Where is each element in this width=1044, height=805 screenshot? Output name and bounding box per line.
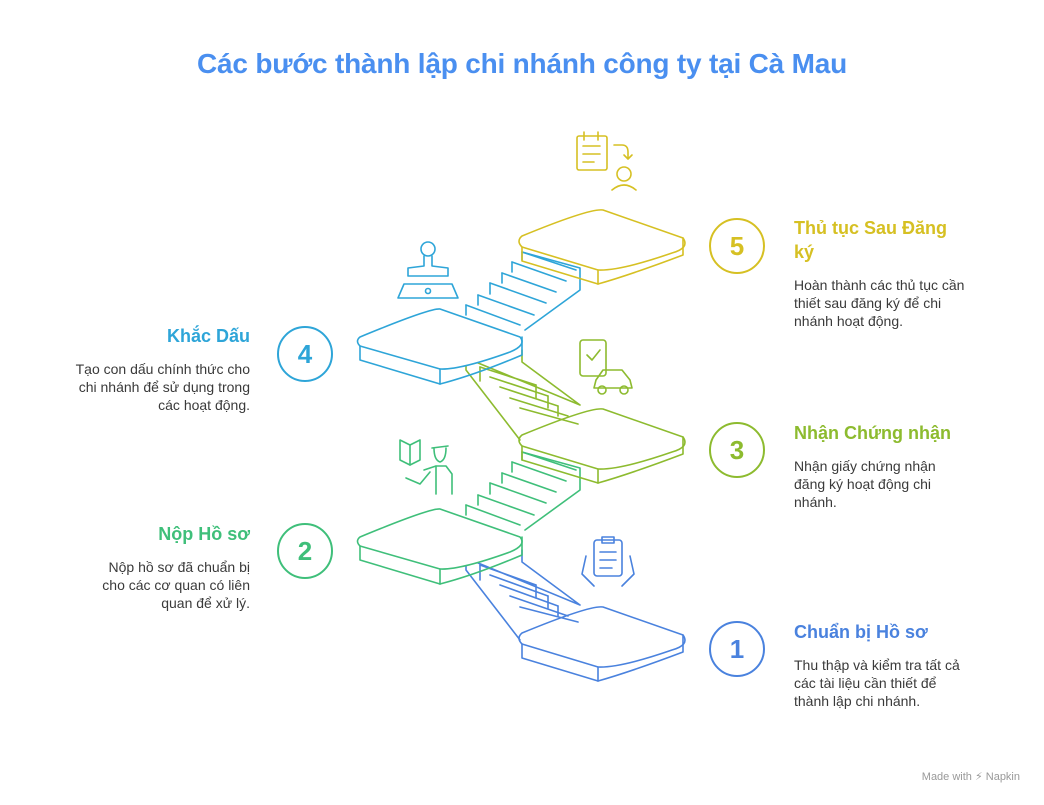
step-5-number-badge: 5 xyxy=(709,218,765,274)
step-4-description: Tạo con dấu chính thức cho chi nhánh để … xyxy=(75,361,250,413)
step-1-title: Chuẩn bị Hồ sơ xyxy=(794,622,928,642)
step-3-title: Nhận Chứng nhận xyxy=(794,423,952,443)
platform-2 xyxy=(356,451,581,585)
step-5: Thủ tục Sau Đăng ký Hoàn thành các thủ t… xyxy=(794,216,984,330)
step-2-number-badge: 2 xyxy=(277,523,333,579)
certificate-car-icon xyxy=(579,339,633,395)
checklist-person-icon xyxy=(576,131,637,191)
step-1-description: Thu thập và kiểm tra tất cả các tài liệu… xyxy=(794,657,960,709)
step-3-description: Nhận giấy chứng nhận đăng ký hoạt động c… xyxy=(794,458,936,510)
napkin-watermark: Made with ⚡ Napkin xyxy=(921,771,1020,783)
step-3: Nhận Chứng nhận Nhận giấy chứng nhận đăn… xyxy=(794,421,984,511)
page-title: Các bước thành lập chi nhánh công ty tại… xyxy=(197,48,847,79)
platform-3 xyxy=(465,349,686,484)
step-4-title: Khắc Dấu xyxy=(166,326,250,346)
step-3-number-badge: 3 xyxy=(709,422,765,478)
platform-4 xyxy=(356,251,581,385)
step-4-number-badge: 4 xyxy=(277,326,333,382)
step-2-title: Nộp Hồ sơ xyxy=(158,524,250,544)
step-2-description: Nộp hồ sơ đã chuẩn bị cho các cơ quan có… xyxy=(102,559,250,611)
step-1: Chuẩn bị Hồ sơ Thu thập và kiểm tra tất … xyxy=(794,620,984,710)
platform-5 xyxy=(518,209,686,285)
platform-1 xyxy=(465,549,686,682)
person-submitting-document-icon xyxy=(399,439,453,495)
step-4: Khắc Dấu Tạo con dấu chính thức cho chi … xyxy=(60,324,250,414)
step-5-description: Hoàn thành các thủ tục cần thiết sau đăn… xyxy=(794,277,965,329)
step-1-number-badge: 1 xyxy=(709,621,765,677)
clipboard-hands-icon xyxy=(581,536,635,587)
step-5-title: Thủ tục Sau Đăng ký xyxy=(794,218,947,262)
stamp-icon xyxy=(397,241,459,299)
step-2: Nộp Hồ sơ Nộp hồ sơ đã chuẩn bị cho các … xyxy=(60,522,250,612)
